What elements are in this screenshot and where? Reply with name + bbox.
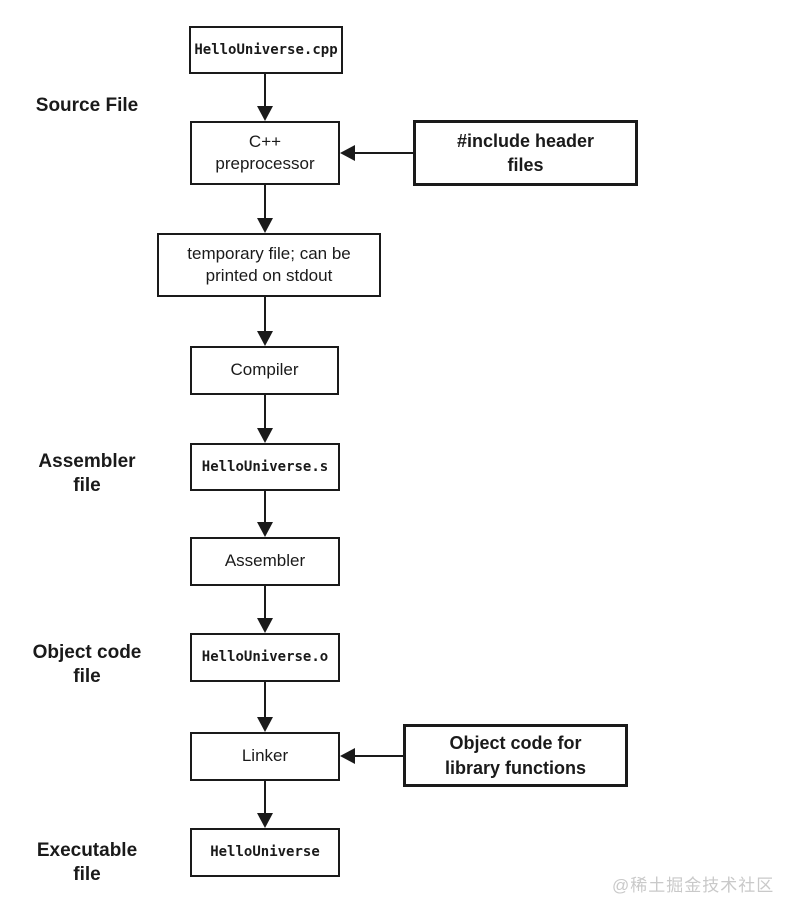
node-executable-file: HelloUniverse <box>190 828 340 877</box>
node-assembly-file: HelloUniverse.s <box>190 443 340 491</box>
arrow-line-object-file-to-linker <box>264 682 266 718</box>
node-label: HelloUniverse.s <box>201 458 329 475</box>
node-label: files <box>507 155 544 175</box>
node-compiler: Compiler <box>190 346 339 395</box>
node-library-object-code: Object code for library functions <box>403 724 628 787</box>
node-label: temporary file; can be <box>187 243 351 263</box>
watermark-text: @稀土掘金技术社区 <box>612 876 775 895</box>
node-label: Object code for <box>449 733 582 754</box>
arrow-down-icon <box>257 218 273 233</box>
node-label: Compiler <box>230 360 299 380</box>
node-object-file: HelloUniverse.o <box>190 633 340 682</box>
arrow-down-icon <box>257 717 273 732</box>
arrow-line-preprocessor-to-temp <box>264 185 266 219</box>
stage-label-text: Assembler <box>38 451 136 472</box>
stage-label-text: Object code <box>32 642 142 663</box>
arrow-down-icon <box>257 618 273 633</box>
arrow-down-icon <box>257 428 273 443</box>
arrow-line-linker-to-executable <box>264 781 266 814</box>
node-label: C++ <box>248 131 282 151</box>
arrow-left-icon <box>340 145 355 161</box>
node-label: HelloUniverse.o <box>201 649 329 666</box>
arrow-line-assembler-to-object-file <box>264 586 266 619</box>
arrow-line-temp-to-compiler <box>264 297 266 332</box>
stage-label-executable-file: Executable file <box>7 839 167 887</box>
stage-label-text: file <box>73 665 101 687</box>
node-label: printed on stdout <box>205 266 333 285</box>
arrow-down-icon <box>257 522 273 537</box>
node-preprocessor: C++ preprocessor <box>190 121 340 185</box>
node-label: library functions <box>444 757 587 778</box>
stage-label-source-file: Source File <box>7 94 167 118</box>
stage-label-text: Source File <box>35 95 139 116</box>
node-label: HelloUniverse.cpp <box>194 41 338 58</box>
node-source-file: HelloUniverse.cpp <box>189 26 343 74</box>
stage-label-assembler-file: Assembler file <box>7 450 167 498</box>
arrow-line-include-to-preprocessor <box>354 152 413 154</box>
node-label: HelloUniverse <box>210 844 320 861</box>
node-label: preprocessor <box>215 154 315 173</box>
node-assembler: Assembler <box>190 537 340 586</box>
node-linker: Linker <box>190 732 340 781</box>
arrow-left-icon <box>340 748 355 764</box>
stage-label-text: file <box>73 474 101 496</box>
node-temporary-file: temporary file; can be printed on stdout <box>157 233 381 297</box>
arrow-down-icon <box>257 106 273 121</box>
arrow-down-icon <box>257 331 273 346</box>
arrow-line-source-to-preprocessor <box>264 74 266 107</box>
arrow-line-libobj-to-linker <box>354 755 403 757</box>
node-label: #include header <box>456 130 595 151</box>
arrow-down-icon <box>257 813 273 828</box>
stage-label-object-code-file: Object code file <box>7 641 167 689</box>
arrow-line-assembly-file-to-assembler <box>264 491 266 523</box>
node-include-header-files: #include header files <box>413 120 638 186</box>
arrow-line-compiler-to-assembly-file <box>264 395 266 429</box>
node-label: Assembler <box>224 551 306 571</box>
node-label: Linker <box>241 746 289 766</box>
stage-label-text: Executable <box>36 840 138 861</box>
stage-label-text: file <box>73 863 101 885</box>
